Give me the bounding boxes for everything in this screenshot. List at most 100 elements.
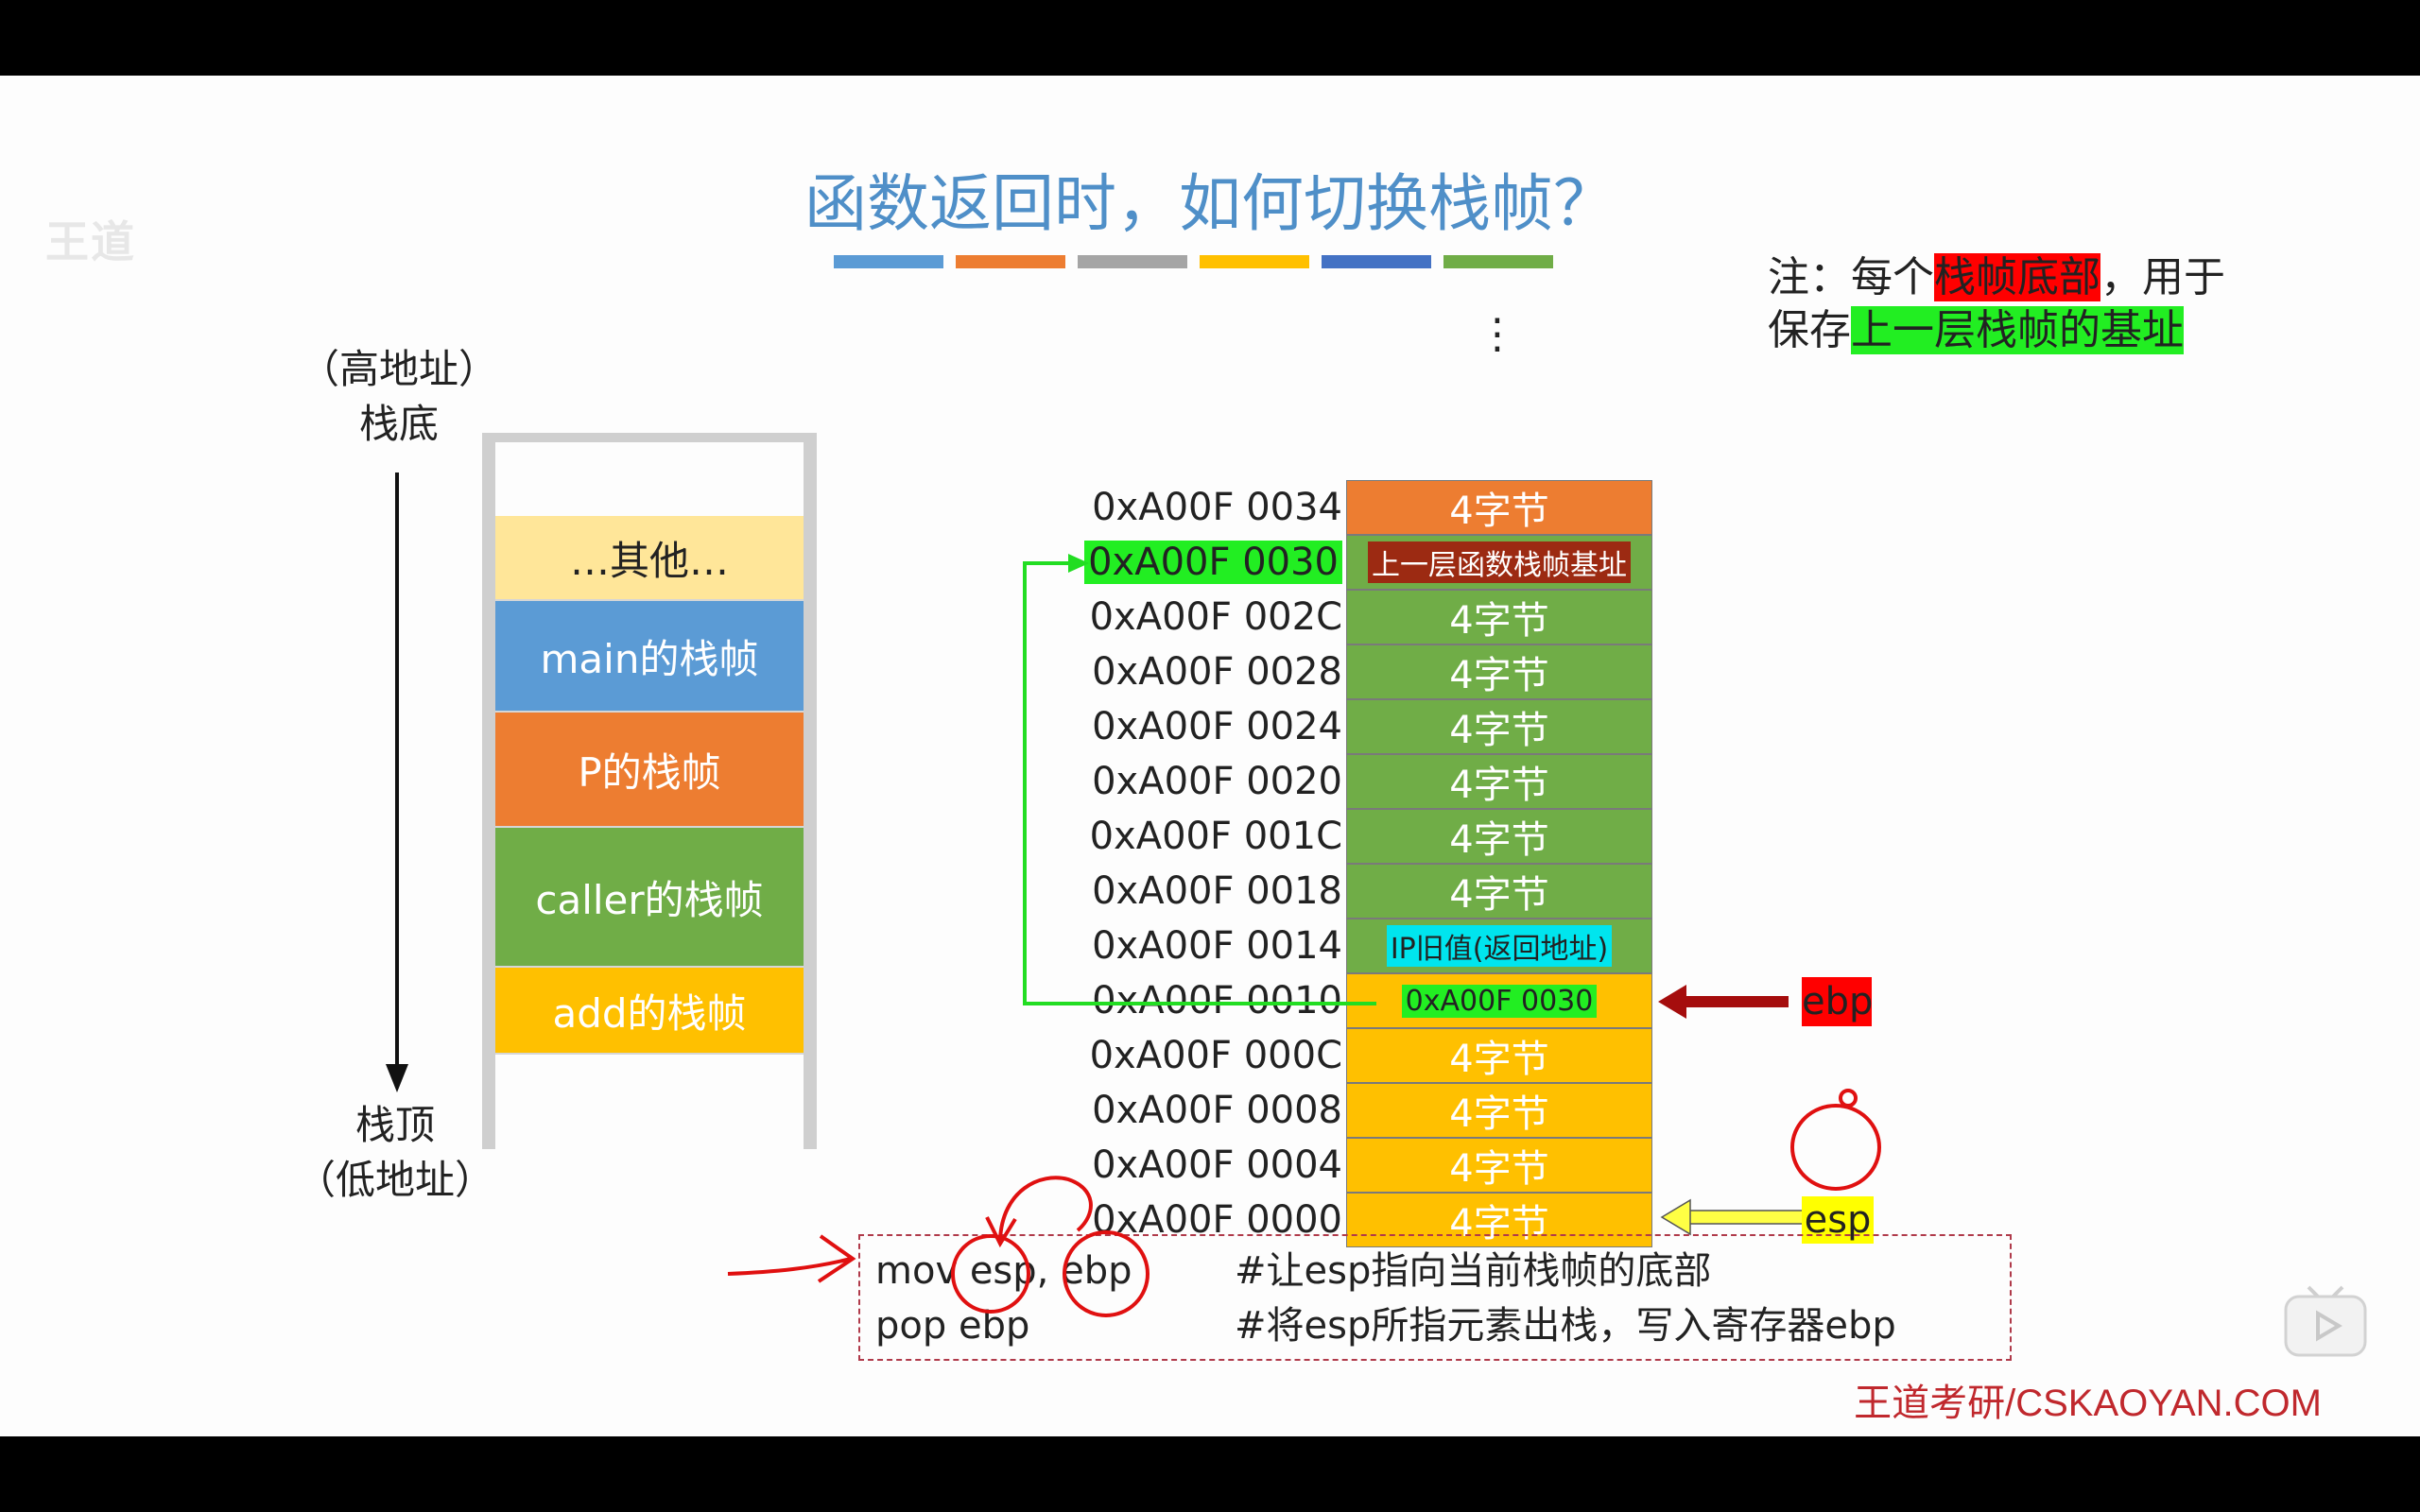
memory-address-text: 0xA00F 001C	[1089, 815, 1342, 858]
memory-address: 0xA00F 0030	[1068, 535, 1342, 590]
memory-cell-content: 4字节	[1449, 599, 1549, 643]
memory-address: 0xA00F 0010	[1068, 973, 1342, 1028]
memory-cell: IP旧值(返回地址)	[1346, 919, 1652, 973]
memory-cell-content: 4字节	[1449, 490, 1549, 533]
color-strip	[1322, 255, 1431, 268]
memory-cell-content: 4字节	[1449, 654, 1549, 697]
color-strip	[956, 255, 1065, 268]
note-line2-prefix: 保存	[1768, 306, 1851, 354]
low-address-text: （低地址）	[295, 1157, 494, 1203]
memory-cell: 4字节	[1346, 590, 1652, 644]
memory-address: 0xA00F 0014	[1068, 919, 1342, 973]
esp-word-circle	[951, 1234, 1030, 1314]
memory-address-text: 0xA00F 000C	[1089, 1034, 1342, 1077]
memory-address-text: 0xA00F 0004	[1092, 1143, 1342, 1187]
code-comment: #将esp所指元素出栈，写入寄存器ebp	[1235, 1304, 1896, 1348]
stack-frame-block: …其他…	[495, 516, 804, 601]
high-address-text: （高地址）	[299, 346, 498, 392]
ebp-word-circle	[1063, 1230, 1150, 1317]
code-box	[858, 1234, 2012, 1361]
high-address-label: （高地址） 栈底	[276, 342, 522, 452]
memory-cell: 4字节	[1346, 1083, 1652, 1138]
note-line1-suffix: ，用于	[2100, 253, 2225, 301]
memory-address: 0xA00F 001C	[1068, 809, 1342, 864]
code-instruction: pop ebp	[875, 1304, 1030, 1348]
memory-address: 0xA00F 0028	[1068, 644, 1342, 699]
memory-cell: 4字节	[1346, 699, 1652, 754]
memory-address: 0xA00F 0008	[1068, 1083, 1342, 1138]
memory-cell: 4字节	[1346, 864, 1652, 919]
memory-cell: 上一层函数栈帧基址	[1346, 535, 1652, 590]
memory-address-text: 0xA00F 0018	[1092, 869, 1342, 913]
stack-frame-block: main的栈帧	[495, 601, 804, 713]
saved-base-link-arrow	[1023, 554, 1376, 1005]
stack-bottom-text: 栈底	[358, 401, 439, 447]
stack-frame-label: P的栈帧	[578, 748, 721, 796]
memory-address-text: 0xA00F 0024	[1092, 705, 1342, 748]
color-strip	[834, 255, 943, 268]
ebp-label: ebp	[1802, 977, 1873, 1026]
memory-cell-content: 4字节	[1449, 1202, 1549, 1246]
memory-cell-content: 4字节	[1449, 1147, 1549, 1191]
memory-address: 0xA00F 0020	[1068, 754, 1342, 809]
memory-cell: 4字节	[1346, 1138, 1652, 1193]
memory-cell-content: 0xA00F 0030	[1401, 984, 1598, 1018]
memory-cell: 4字节	[1346, 1193, 1652, 1247]
footer-brand: 王道考研/CSKAOYAN.COM	[1854, 1383, 2322, 1424]
esp-dot-mark	[1839, 1089, 1858, 1108]
stack-frame-block: P的栈帧	[495, 713, 804, 828]
memory-cell-content: 4字节	[1449, 1038, 1549, 1081]
memory-cell-content: IP旧值(返回地址)	[1386, 925, 1613, 967]
ebp-arrow	[1658, 985, 1789, 1019]
memory-address-text: 0xA00F 0030	[1084, 541, 1342, 584]
more-dots: ⋮	[1477, 310, 1518, 358]
memory-cell-content: 4字节	[1449, 709, 1549, 752]
note-highlight-green: 上一层栈帧的基址	[1851, 306, 2184, 354]
memory-address-text: 0xA00F 0020	[1092, 760, 1342, 803]
note-text: 注：每个栈帧底部，用于 保存上一层栈帧的基址	[1768, 251, 2225, 357]
memory-cell-content: 4字节	[1449, 764, 1549, 807]
memory-address-text: 0xA00F 0008	[1092, 1089, 1342, 1132]
memory-address: 0xA00F 0024	[1068, 699, 1342, 754]
stack-frame-label: add的栈帧	[552, 989, 747, 1037]
note-highlight-red: 栈帧底部	[1934, 253, 2100, 301]
swap-arrow-tip	[985, 1216, 1017, 1248]
stack-frame-block: caller的栈帧	[495, 828, 804, 968]
memory-address-text: 0xA00F 0014	[1092, 924, 1342, 968]
memory-address: 0xA00F 000C	[1068, 1028, 1342, 1083]
memory-cell: 4字节	[1346, 1028, 1652, 1083]
tv-play-icon[interactable]	[2282, 1283, 2369, 1359]
memory-cell: 4字节	[1346, 754, 1652, 809]
stack-frame-label: main的栈帧	[540, 635, 759, 682]
memory-cell: 4字节	[1346, 809, 1652, 864]
stack-direction-arrow	[386, 472, 408, 1092]
memory-address-text: 0xA00F 0034	[1092, 486, 1342, 529]
pointer-arrow-mark	[727, 1257, 852, 1276]
stack-top-text: 栈顶	[354, 1102, 435, 1148]
stack-frame-label: …其他…	[569, 537, 729, 584]
handwritten-annotations	[727, 1089, 1881, 1317]
memory-cell-content: 4字节	[1449, 818, 1549, 862]
swap-curve-mark	[998, 1176, 1093, 1241]
memory-address-text: 0xA00F 0010	[1092, 979, 1342, 1022]
memory-address: 0xA00F 0018	[1068, 864, 1342, 919]
slide: 王道 函数返回时，如何切换栈帧？ 注：每个栈帧底部，用于 保存上一层栈帧的基址 …	[0, 76, 2420, 1436]
code-instruction: mov esp, ebp	[875, 1249, 1132, 1293]
memory-cell: 0xA00F 0030	[1346, 973, 1652, 1028]
note-line1-prefix: 注：每个	[1768, 253, 1934, 301]
color-strip	[1078, 255, 1187, 268]
color-strip	[1443, 255, 1553, 268]
memory-address: 0xA00F 0004	[1068, 1138, 1342, 1193]
memory-cell: 4字节	[1346, 480, 1652, 535]
faint-watermark: 王道	[45, 216, 136, 267]
stack-frame-label: caller的栈帧	[535, 876, 764, 923]
memory-address: 0xA00F 0034	[1068, 480, 1342, 535]
memory-address-text: 0xA00F 0028	[1092, 650, 1342, 694]
esp-circle-mark	[1790, 1104, 1881, 1191]
memory-cell: 4字节	[1346, 644, 1652, 699]
low-address-label: 栈顶 （低地址）	[272, 1098, 518, 1208]
memory-address: 0xA00F 002C	[1068, 590, 1342, 644]
memory-address-text: 0xA00F 002C	[1089, 595, 1342, 639]
memory-cell-content: 上一层函数栈帧基址	[1368, 541, 1631, 583]
pointer-arrow-head	[817, 1234, 856, 1283]
